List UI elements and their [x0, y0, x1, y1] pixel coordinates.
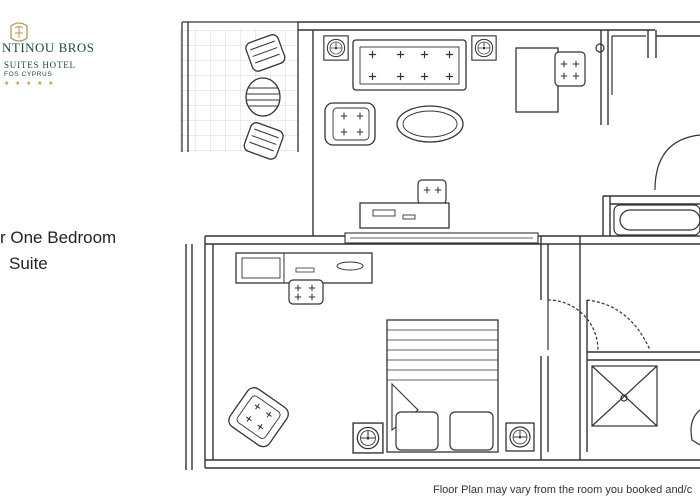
floor-plan-disclaimer: Floor Plan may vary from the room you bo…: [433, 484, 693, 496]
bathroom-fixtures: [547, 35, 700, 446]
desk-with-chair: [359, 179, 450, 229]
hotel-logo: NTINOU BROS SUITES HOTEL FOS CYPRUS ★ ★ …: [0, 10, 110, 90]
logo-hotel-name: NTINOU BROS: [2, 40, 95, 55]
bed: [386, 319, 499, 453]
logo-stars: ★ ★ ★ ★ ★: [4, 81, 56, 87]
dining-nook: [515, 47, 586, 113]
armchair: [324, 102, 376, 146]
walls: [185, 21, 700, 470]
logo-subtitle: SUITES HOTEL: [4, 60, 76, 70]
side-table-right: [471, 35, 497, 61]
balcony-chair-top: [245, 34, 286, 72]
nightstand-left: [352, 422, 384, 454]
balcony-chair-bottom: [243, 122, 284, 160]
logo-location: FOS CYPRUS: [4, 71, 53, 78]
side-table-left: [323, 35, 349, 61]
coffee-table: [396, 105, 464, 143]
bedroom-armchair: [228, 387, 289, 448]
sofa: [352, 39, 467, 91]
suite-title-line-2: Suite: [9, 254, 48, 273]
closet-rail: [344, 232, 539, 244]
suite-title-line-1: r One Bedroom: [0, 228, 117, 247]
nightstand-right: [505, 422, 535, 452]
balcony-round-table: [245, 77, 281, 117]
logo-emblem-icon: [10, 22, 28, 42]
bedroom-desk: [235, 252, 373, 305]
